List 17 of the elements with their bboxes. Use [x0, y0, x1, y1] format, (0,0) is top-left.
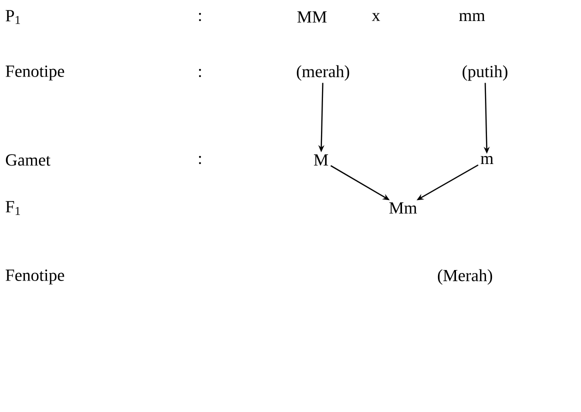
genotype-text: (putih): [462, 65, 508, 81]
label: mm: [459, 12, 485, 21]
label: x: [372, 13, 380, 21]
label: :: [199, 12, 201, 22]
genotype-text: m: [480, 156, 494, 164]
label: Gamet: [6, 154, 50, 166]
label: P$_{1}$: [6, 10, 20, 24]
label: F$_{1}$: [6, 201, 20, 215]
label: :: [199, 68, 201, 78]
label: (Merah): [438, 269, 492, 285]
label: Fenotipe: [6, 66, 64, 80]
label: MM: [297, 11, 327, 23]
label: :: [199, 156, 201, 164]
genotype-text: Mm: [389, 202, 417, 214]
label: Fenotipe: [6, 270, 64, 284]
genotype-text: (merah): [296, 65, 350, 81]
genotype-text: M: [314, 154, 328, 166]
